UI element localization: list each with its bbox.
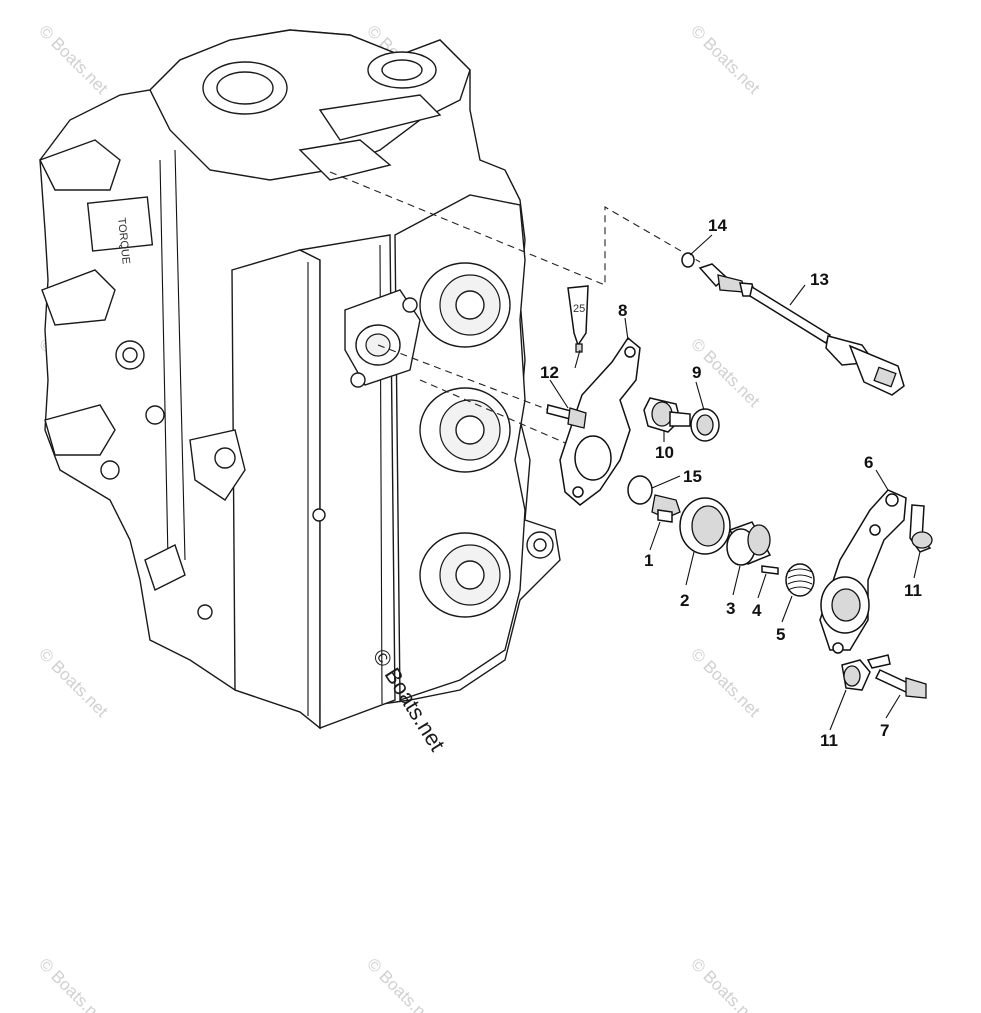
leader-lines [549,234,921,731]
part-2-grommet [679,497,731,555]
part-15-washer [627,475,653,505]
part-8-gasket-hole [574,435,612,481]
sealant-tube-label: 25 [573,303,585,315]
callout-1: 1 [644,551,653,570]
callout-14: 14 [708,216,727,235]
assembly-guide-lines [329,171,701,446]
part-6-cover [819,489,907,654]
watermark-10: © Boats.net [687,954,764,1013]
part-14-o-ring [681,252,695,268]
part-1-fitting [651,494,681,523]
callout-6: 6 [864,453,873,472]
part-3-sleeve [726,521,772,566]
callout-5: 5 [776,625,785,644]
callout-12: 12 [540,363,559,382]
part-8-gasket-bolt-hole-top [624,346,636,358]
callout-7: 7 [880,721,889,740]
part-10-thermostat [643,397,691,433]
watermark-1: © Boats.net [35,21,112,98]
callout-11-lower: 11 [820,731,838,750]
callout-4: 4 [752,601,762,620]
part-8-gasket-bolt-hole-bottom [572,486,584,498]
callout-3: 3 [726,599,735,618]
callout-8: 8 [618,301,627,320]
part-4-pin [761,565,779,575]
callout-15: 15 [683,467,702,486]
callout-9: 9 [692,363,701,382]
callout-labels: 14 13 8 9 12 10 15 1 2 3 4 5 6 11 11 7 [540,216,922,750]
part-11-clamp-upper [909,504,933,553]
part-12-bolt [546,404,587,429]
block-label-torque: TORQUE [115,217,132,265]
watermark-8: © Boats.net [35,954,112,1013]
callout-13: 13 [810,270,829,289]
part-13-temperature-sensor [698,263,905,396]
callout-11-upper: 11 [904,581,922,600]
watermark-9: © Boats.net [363,954,440,1013]
part-9-seal [690,408,720,442]
part-5-spring [785,563,815,597]
callout-2: 2 [680,591,689,610]
watermark-6: © Boats.net [35,644,112,721]
watermark-3: © Boats.net [687,21,764,98]
engine-block: TORQUE [39,29,561,730]
part-7-bolt [874,669,927,699]
callout-10: 10 [655,443,674,462]
part-11-clamp-lower [841,654,891,691]
sealant-tube: 25 [567,285,589,353]
watermark-7: © Boats.net [687,644,764,721]
